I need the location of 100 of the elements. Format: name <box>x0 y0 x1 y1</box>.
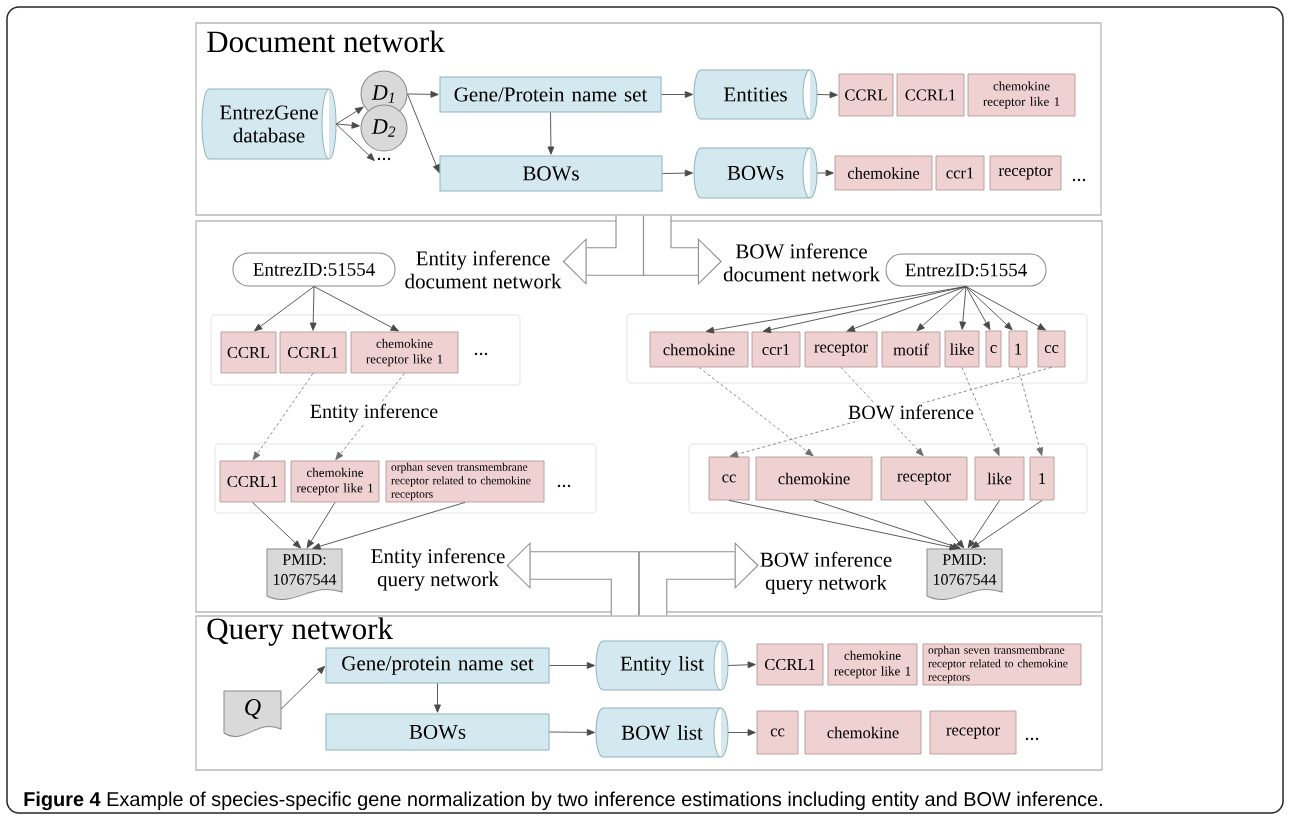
term-box: CCRL <box>220 331 277 374</box>
term-box: CCRL1 <box>219 460 286 503</box>
network-label: BOW inference document network <box>723 243 880 282</box>
term-box: receptor <box>989 155 1062 191</box>
term-box: chemokine receptor like 1 <box>827 643 918 686</box>
dashed-arrow <box>840 367 924 457</box>
network-label: BOW inference query network <box>760 551 892 595</box>
term-box: receptor <box>804 331 878 368</box>
id-box: EntrezID:51554 <box>232 252 396 287</box>
network-label: Entity inference document network <box>405 250 562 289</box>
term-box: like <box>974 456 1025 501</box>
term-box: chemokine <box>755 456 873 501</box>
database-cylinder: BOWs <box>693 147 818 199</box>
group-frame <box>214 443 597 514</box>
term-box: CCRL1 <box>756 643 824 686</box>
term-box: like <box>944 330 980 368</box>
arrow <box>762 286 967 334</box>
arrow <box>280 665 326 710</box>
arrow <box>816 169 834 177</box>
document-box: PMID: 10767544 <box>926 548 1003 600</box>
group-frame <box>688 443 1088 514</box>
term-box: ccr1 <box>935 155 985 191</box>
panel-frame <box>195 220 1103 613</box>
term-box: receptor <box>880 456 968 501</box>
term-box: chemokine receptor like 1 <box>967 73 1076 117</box>
arrow <box>661 91 694 98</box>
ellipsis: ... <box>1025 737 1039 741</box>
term-box: orphan seven transmembrane receptor related to chemokine receptors <box>922 643 1082 686</box>
document-box: PMID: 10767544 <box>266 548 343 600</box>
arrow <box>252 501 302 549</box>
database-cylinder: BOW list <box>595 707 729 758</box>
process-box: Gene/Protein name set <box>439 76 662 113</box>
inference-label: BOW inference <box>846 402 977 422</box>
arrow <box>313 286 399 332</box>
arrow <box>965 286 1046 331</box>
arrow <box>965 286 991 330</box>
group-frame <box>626 313 1088 384</box>
arrow <box>335 106 364 125</box>
term-box: chemokine receptor like 1 <box>350 331 459 374</box>
dashed-arrow <box>698 367 814 457</box>
arrow <box>335 121 360 129</box>
term-box: cc <box>1037 330 1066 368</box>
term-box: cc <box>756 710 799 755</box>
block-arrow <box>562 215 645 286</box>
block-arrow <box>638 541 759 616</box>
term-box: 1 <box>1029 456 1055 501</box>
dashed-arrow <box>961 367 1000 456</box>
arrow <box>254 286 315 332</box>
term-box: motif <box>881 331 941 368</box>
arrow <box>306 501 336 549</box>
arrow <box>728 499 958 551</box>
arrow <box>662 169 694 177</box>
caption: Figure 4 Example of species-specific gene normalization by two inference estimations including entity and BOW inference. <box>24 791 1102 811</box>
term-box: CCRL1 <box>896 73 965 117</box>
arrow <box>434 683 441 713</box>
term-box: orphan seven transmembrane receptor related to chemokine receptors <box>385 460 545 503</box>
arrow <box>965 286 1013 331</box>
arrow <box>971 499 1043 549</box>
term-box: chemokine receptor like 1 <box>290 460 380 503</box>
database-cylinder: Entity list <box>595 640 729 691</box>
arrow <box>923 499 965 549</box>
term-box: chemokine <box>649 331 749 368</box>
ellipsis: ... <box>377 157 391 161</box>
arrow <box>407 93 440 173</box>
database-cylinder: EntrezGene database <box>201 88 337 160</box>
term-box: 1 <box>1008 330 1028 368</box>
term-box: ccr1 <box>751 331 801 368</box>
arrow <box>959 286 967 330</box>
arrow <box>309 286 317 331</box>
arrow <box>727 661 756 669</box>
arrow <box>335 123 375 161</box>
dashed-arrow <box>252 373 314 461</box>
arrow <box>407 90 439 98</box>
term-box: chemokine <box>804 710 922 755</box>
arrow <box>549 729 596 736</box>
term-box: CCRL <box>838 73 894 117</box>
group-frame <box>210 314 521 386</box>
arrow <box>547 112 555 155</box>
arrow <box>727 729 756 736</box>
id-box: EntrezID:51554 <box>885 253 1047 287</box>
network-label: Entity inference query network <box>371 548 505 591</box>
arrow <box>813 499 961 550</box>
arrow <box>916 286 967 332</box>
document-box: Q <box>223 690 282 737</box>
arrow <box>549 662 596 669</box>
inference-label: Entity inference <box>307 401 441 425</box>
process-box: Gene/protein name set <box>325 647 550 684</box>
arrow <box>312 501 466 550</box>
arrow <box>816 91 838 99</box>
process-box: BOWs <box>325 713 550 751</box>
arrow <box>967 499 1000 549</box>
dashed-arrow <box>1017 367 1044 456</box>
database-cylinder: Entities <box>693 69 818 120</box>
panel-title: Document network <box>207 30 445 53</box>
term-box: c <box>985 330 1002 368</box>
panel-title: Query network <box>207 617 393 646</box>
term-box: receptor <box>929 710 1017 755</box>
term-box: chemokine <box>834 155 933 191</box>
term-box: CCRL1 <box>279 331 347 374</box>
process-box: BOWs <box>439 155 663 192</box>
